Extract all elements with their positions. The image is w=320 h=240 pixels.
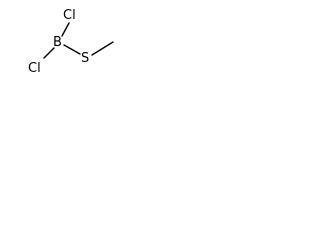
bond-boron-chlorine-left <box>43 47 55 59</box>
bond-boron-chlorine-top <box>61 22 70 37</box>
atom-boron: B <box>53 35 62 50</box>
atom-sulfur: S <box>81 51 89 66</box>
bond-boron-sulfur <box>63 44 81 55</box>
atom-chlorine-left: Cl <box>28 61 41 76</box>
bond-sulfur-methyl <box>91 41 114 56</box>
chemical-structure: Cl Cl B S <box>28 8 114 76</box>
atom-chlorine-top: Cl <box>63 8 76 23</box>
